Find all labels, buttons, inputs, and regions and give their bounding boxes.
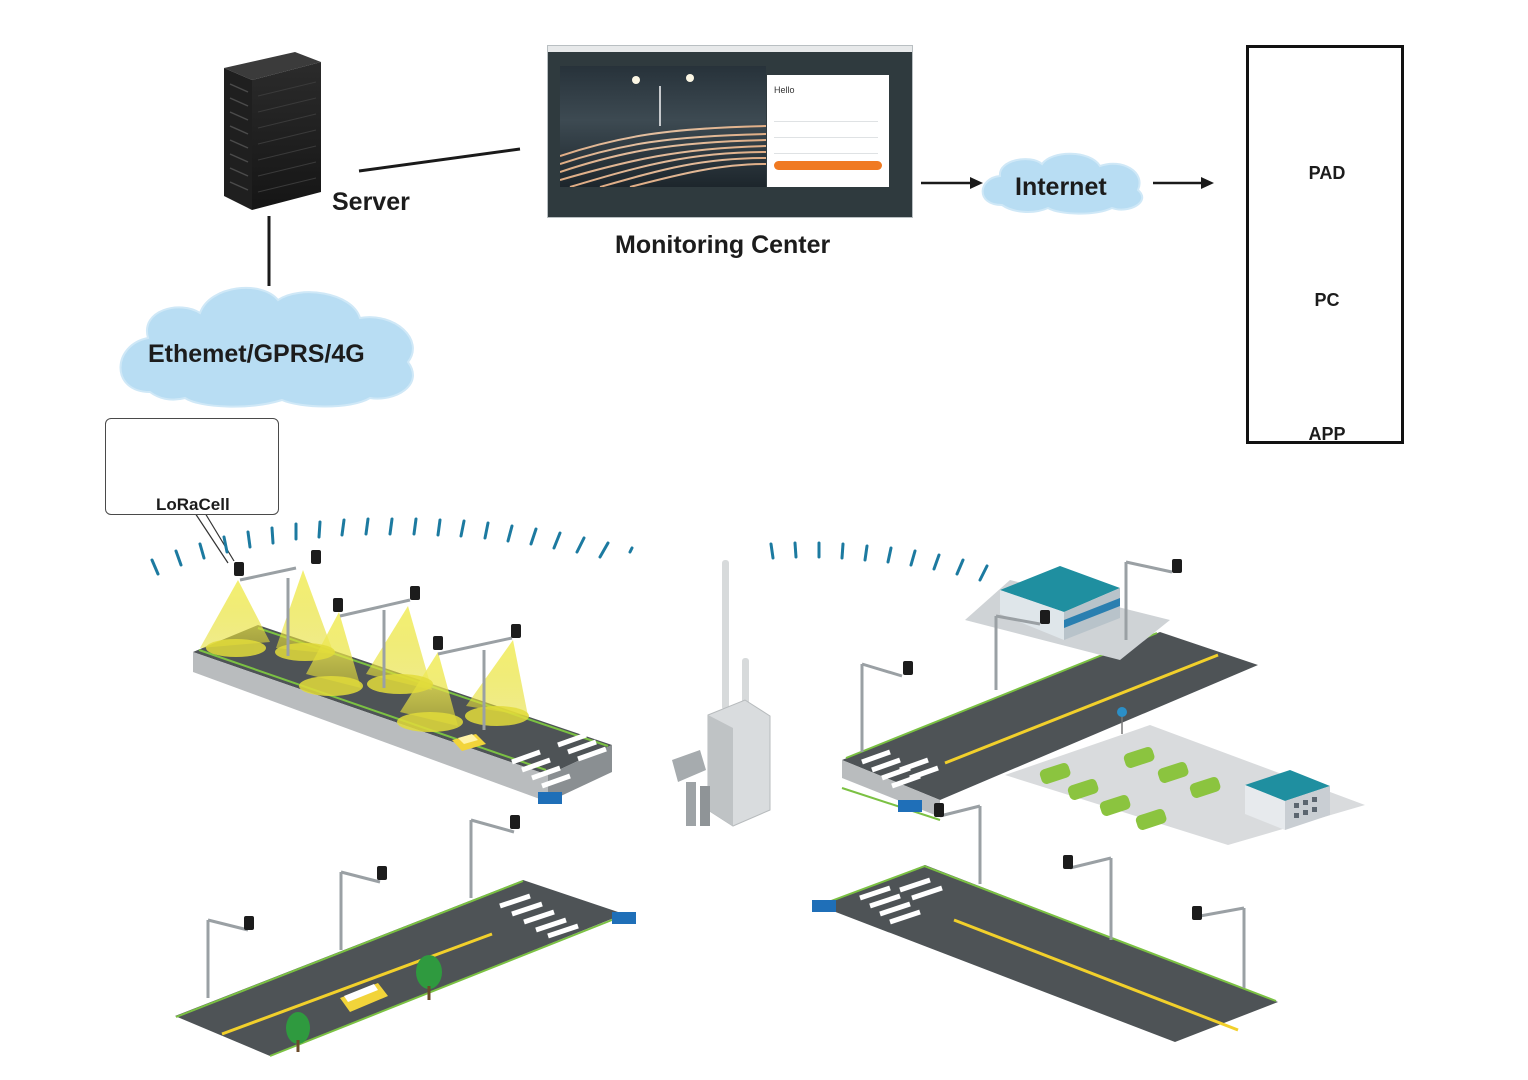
server-label: Server: [332, 188, 410, 216]
road-southwest: [175, 880, 624, 1057]
browser-titlebar: [548, 46, 912, 52]
pc-label: PC: [1314, 290, 1340, 310]
arrow-right-icon: [921, 177, 983, 189]
monitoring-center-label: Monitoring Center: [615, 231, 831, 259]
road-northeast: [841, 566, 1365, 845]
login-button[interactable]: [774, 161, 882, 170]
car-icon: [452, 734, 486, 751]
login-greeting: Hello: [774, 85, 795, 95]
username-field[interactable]: [774, 121, 878, 122]
city-night-photo: [560, 66, 766, 187]
loracell-node-icon: [234, 550, 1202, 930]
internet-label: Internet: [1015, 173, 1107, 201]
signal-waves-left: [150, 517, 634, 576]
building-icon: [1245, 770, 1330, 830]
cloud-icon: [119, 287, 414, 408]
app-label: APP: [1308, 424, 1346, 444]
gateway-antenna-icon: [672, 560, 771, 827]
loracell-label: LoRaCell: [156, 495, 230, 514]
tree-icon: [286, 955, 442, 1052]
street-light-icon: [206, 560, 1246, 998]
network-label: Ethemet/GPRS/4G: [148, 340, 365, 368]
pad-label: PAD: [1308, 163, 1346, 183]
login-panel: Hello: [767, 75, 889, 187]
cloud-icon: [981, 152, 1144, 215]
client-devices-frame: [1246, 45, 1404, 444]
car-icon: [1039, 747, 1221, 830]
road-southeast: [820, 865, 1278, 1042]
traffic-box-icon: [538, 792, 922, 924]
server-rack-icon: [224, 52, 321, 210]
road-northwest: [193, 570, 612, 802]
server-monitor-link: [358, 147, 521, 173]
loracell-callout: [105, 418, 279, 515]
bus-icon: [340, 983, 388, 1012]
arrow-right-icon: [1153, 177, 1214, 189]
password-field[interactable]: [774, 137, 878, 138]
captcha-field[interactable]: [774, 153, 878, 154]
monitoring-center-screenshot: Hello: [547, 45, 913, 218]
signal-waves-right: [769, 541, 989, 582]
callout-pointer: [194, 512, 229, 564]
building-icon: [965, 566, 1170, 660]
